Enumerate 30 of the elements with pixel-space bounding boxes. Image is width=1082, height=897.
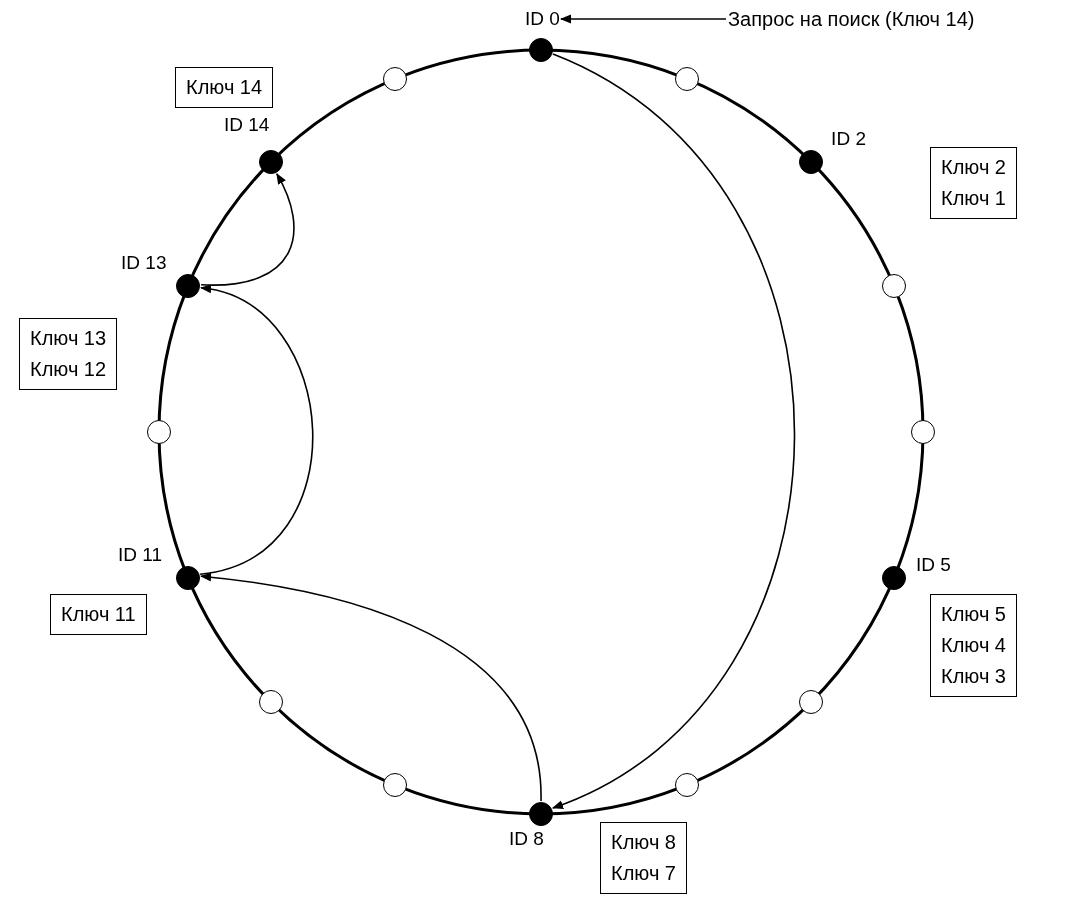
- key-text: Ключ 13: [30, 326, 107, 351]
- key-box: [50, 594, 147, 635]
- node-label: ID 2: [831, 127, 866, 150]
- arrow: [199, 572, 542, 802]
- node-label: ID 14: [223, 113, 270, 136]
- arrow: [552, 53, 796, 809]
- key-text: Ключ 11: [61, 602, 136, 627]
- key-text: Ключ 5: [941, 602, 1006, 627]
- key-text: Ключ 7: [611, 861, 676, 886]
- key-text: Ключ 3: [941, 664, 1006, 689]
- node-label: ID 8: [509, 828, 544, 850]
- key-text: Ключ 1: [941, 186, 1006, 211]
- key-text: Ключ 2: [941, 155, 1006, 180]
- node-label: ID 13: [121, 251, 167, 274]
- node-label: ID 5: [915, 554, 951, 577]
- key-box: [930, 594, 1017, 697]
- node-label: ID 11: [118, 544, 163, 567]
- key-text: Ключ 14: [186, 75, 263, 100]
- query-text: Запрос на поиск (Ключ 14): [728, 8, 975, 30]
- node-label: ID 0: [525, 8, 560, 30]
- arrow: [200, 172, 295, 286]
- key-box: [175, 67, 274, 108]
- key-box: [600, 822, 687, 894]
- key-box: [930, 147, 1017, 219]
- key-text: Ключ 4: [941, 633, 1006, 658]
- arrow: [559, 14, 727, 24]
- key-box: [19, 318, 118, 390]
- arrow: [199, 285, 314, 575]
- key-text: Ключ 8: [611, 830, 676, 855]
- key-text: Ключ 12: [30, 357, 107, 382]
